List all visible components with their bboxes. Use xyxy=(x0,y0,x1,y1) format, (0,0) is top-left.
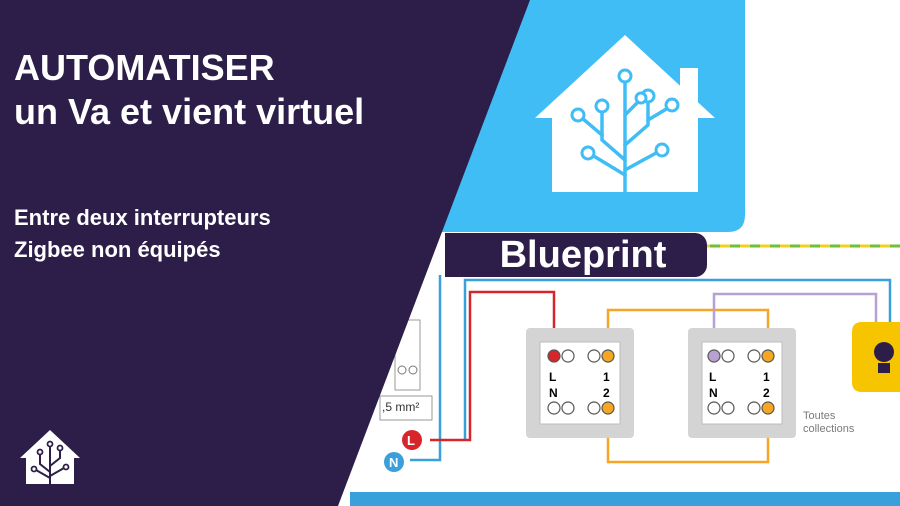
phase-wire xyxy=(430,290,556,442)
title-line-2: un Va et vient virtuel xyxy=(14,91,365,132)
main-title: AUTOMATISER un Va et vient virtuel xyxy=(14,46,484,134)
blueprint-label: Blueprint xyxy=(499,234,667,276)
switch-left-label-n: N xyxy=(549,386,558,400)
neutral-wire-branch xyxy=(410,275,442,462)
switch-right-label-l: L xyxy=(709,370,716,384)
subtitle: Entre deux interrupteurs Zigbee non équi… xyxy=(14,202,434,266)
collection-caption: Toutes collections xyxy=(803,410,855,435)
return-wire xyxy=(712,292,878,356)
neutral-wire xyxy=(463,278,892,440)
switch-right-label-1: 1 xyxy=(763,370,770,384)
subtitle-line-1: Entre deux interrupteurs xyxy=(14,205,271,230)
neutral-terminal xyxy=(384,452,404,472)
home-assistant-logo-icon xyxy=(535,35,715,194)
title-line-1: AUTOMATISER xyxy=(14,47,275,88)
switch-left-label-l: L xyxy=(549,370,556,384)
switch-left-label-2: 2 xyxy=(603,386,610,400)
svg-text:L: L xyxy=(407,433,415,448)
home-assistant-small-logo-icon xyxy=(20,430,80,484)
cable-section-label: ,5 mm² xyxy=(382,400,420,414)
switch-left-label-1: 1 xyxy=(603,370,610,384)
switch-right-label-2: 2 xyxy=(763,386,770,400)
switch-right-label-n: N xyxy=(709,386,718,400)
bottom-strip xyxy=(350,492,900,506)
phase-terminal xyxy=(402,430,422,450)
subtitle-line-2: Zigbee non équipés xyxy=(14,237,221,262)
blueprint-badge: Blueprint xyxy=(445,233,707,277)
cable-section-box xyxy=(379,395,433,421)
svg-text:N: N xyxy=(389,455,398,470)
